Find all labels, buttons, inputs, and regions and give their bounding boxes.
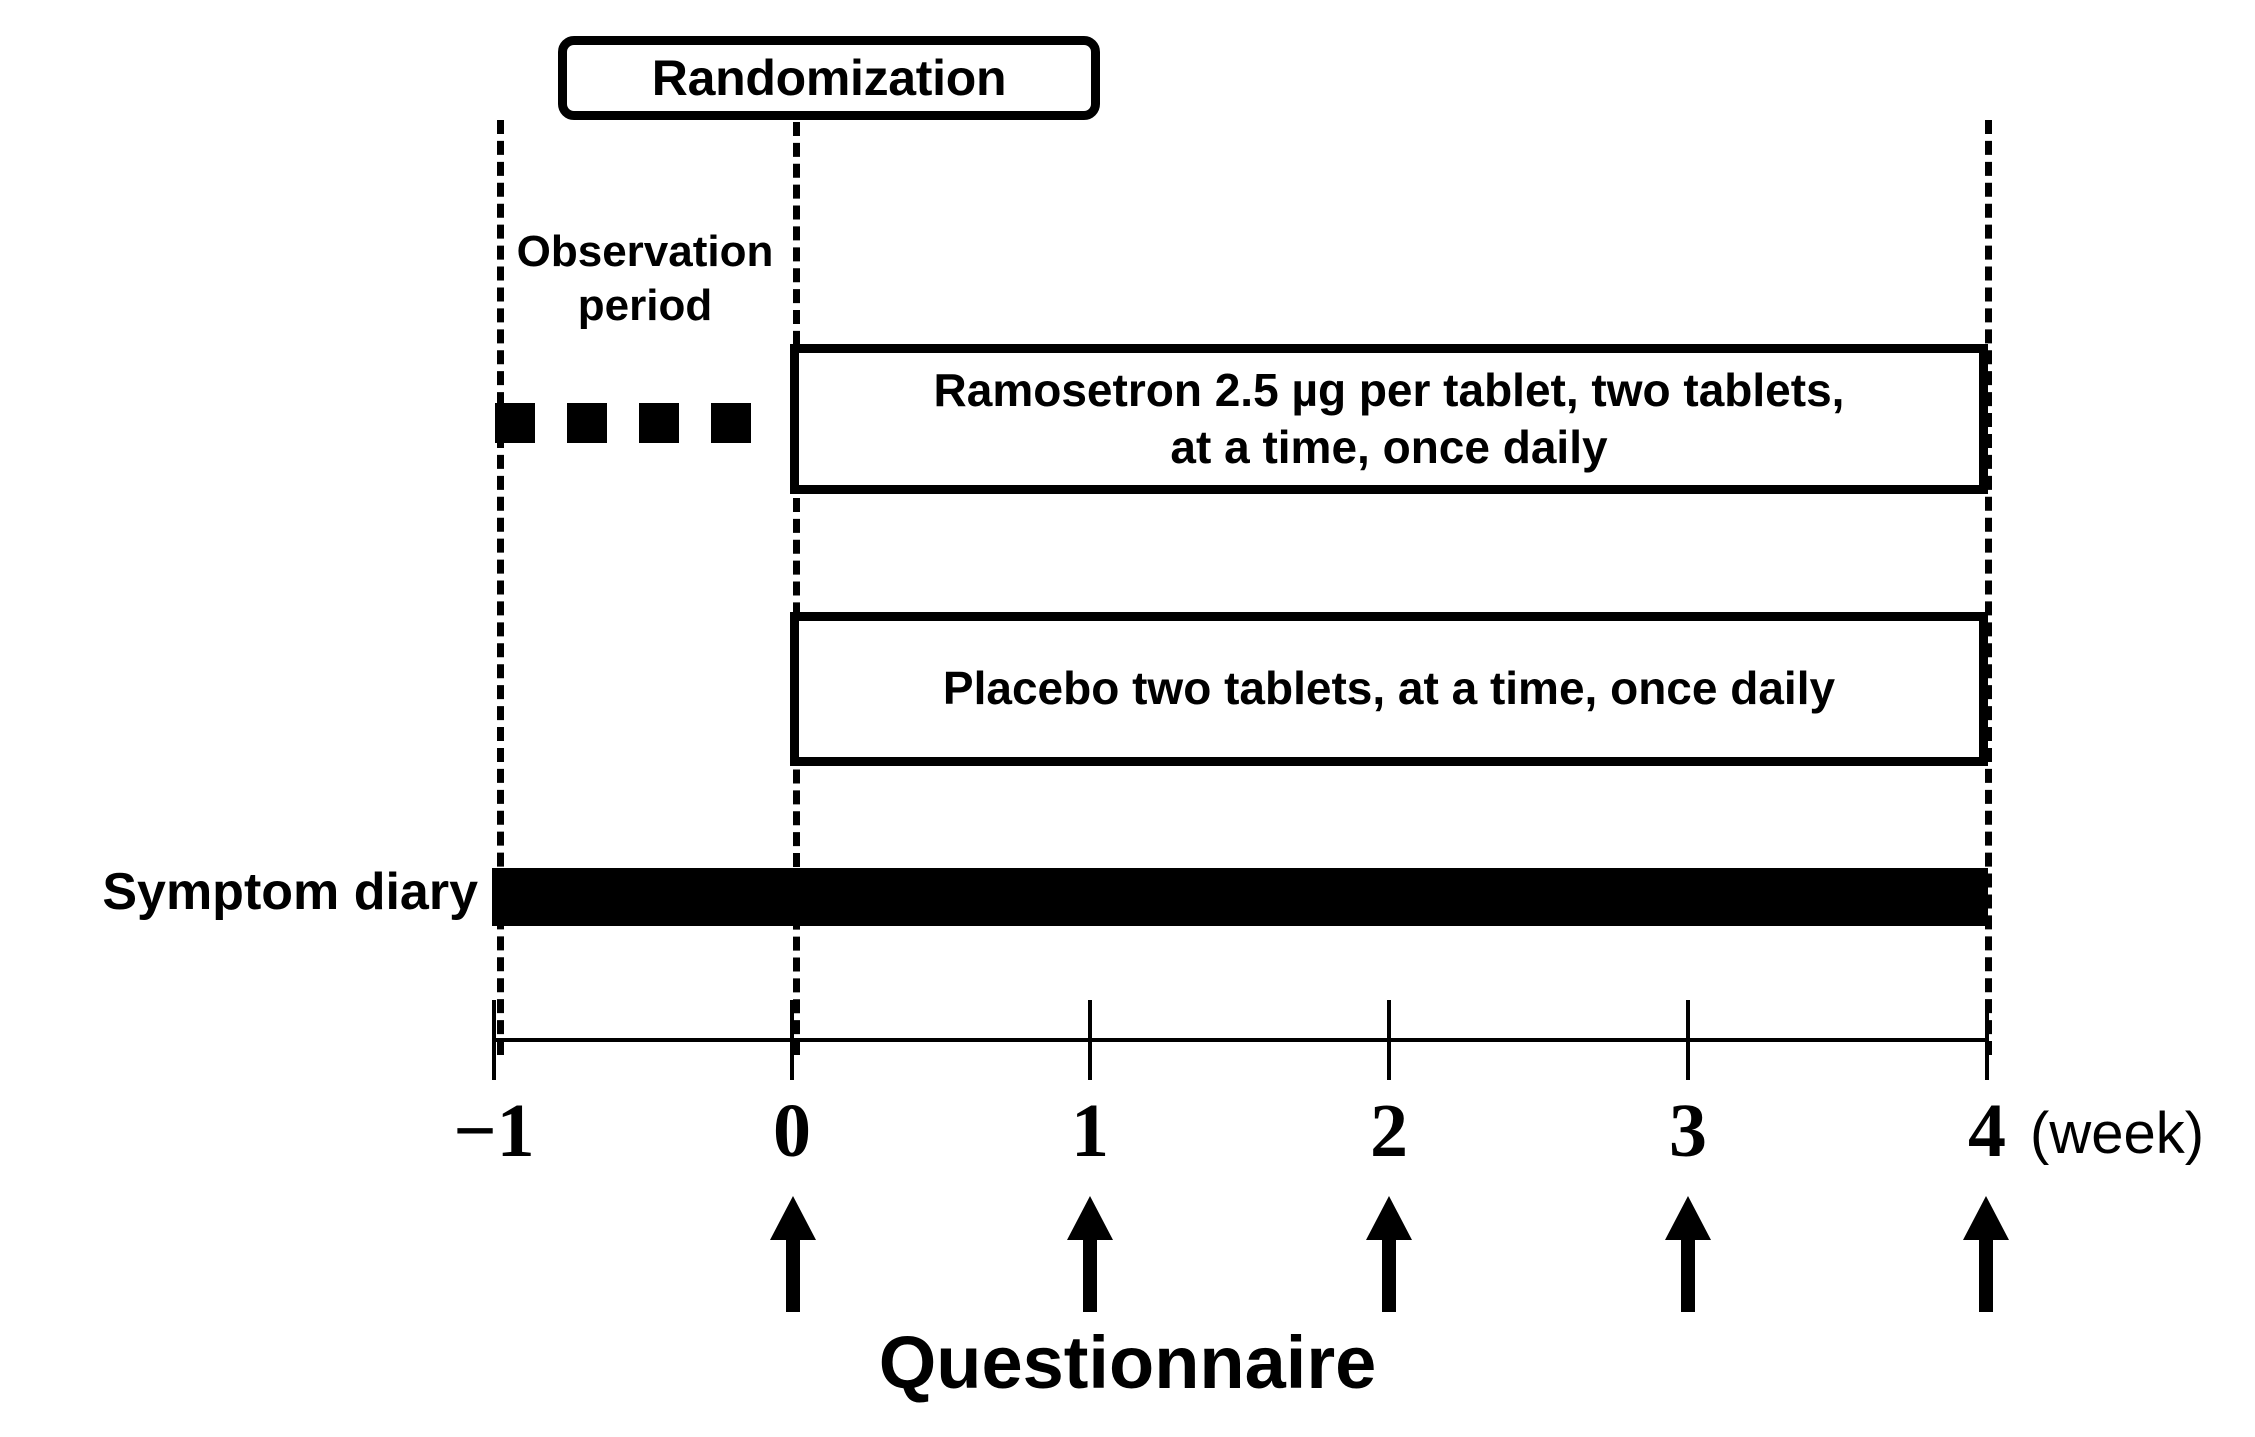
placebo-arm-line1: Placebo two tablets, at a time, once dai… — [942, 662, 1836, 715]
ramosetron-arm-line1: Ramosetron 2.5 µg per tablet, two tablet… — [933, 363, 1845, 416]
placebo-arm-box: Placebo two tablets, at a time, once dai… — [790, 612, 1988, 766]
axis-label-week-4: 4 — [1968, 1089, 2006, 1173]
axis-tick-week-0 — [790, 1000, 794, 1080]
randomization-label: Randomization — [651, 50, 1007, 106]
axis-unit-label: (week) — [2030, 1101, 2205, 1166]
dash-square — [639, 403, 679, 443]
questionnaire-arrow-week-0 — [770, 1196, 816, 1312]
questionnaire-arrow-week-3 — [1665, 1196, 1711, 1312]
axis-label-week-2: 2 — [1370, 1089, 1408, 1173]
axis-label-week-minus1: −1 — [453, 1089, 535, 1173]
questionnaire-arrow-week-2 — [1366, 1196, 1412, 1312]
ramosetron-arm-line2: at a time, once daily — [1170, 421, 1608, 473]
observation-period-line1: Observation — [516, 227, 774, 276]
axis-tick-week-3 — [1686, 1000, 1690, 1080]
ramosetron-arm-text: Ramosetron 2.5 µg per tablet, two tablet… — [924, 362, 1855, 477]
dash-square — [495, 403, 535, 443]
observation-period-line2: period — [577, 280, 713, 330]
symptom-diary-label: Symptom diary — [102, 863, 478, 921]
axis-label-week-1: 1 — [1071, 1089, 1109, 1173]
ramosetron-arm-box: Ramosetron 2.5 µg per tablet, two tablet… — [790, 344, 1988, 494]
timeline-guide-week-4 — [1985, 120, 1992, 1055]
axis-tick-week-2 — [1387, 1000, 1391, 1080]
observation-period-dashed-bar — [495, 403, 795, 443]
axis-label-week-0: 0 — [773, 1089, 811, 1173]
axis-tick-week-4 — [1985, 1000, 1989, 1080]
axis-tick-week-1 — [1088, 1000, 1092, 1080]
dash-square — [711, 403, 751, 443]
timeline-guide-week-0 — [793, 122, 800, 1055]
questionnaire-arrow-week-4 — [1963, 1196, 2009, 1312]
axis-tick-week-minus1 — [492, 1000, 496, 1080]
symptom-diary-bar — [492, 868, 1988, 926]
observation-period-label: Observation period — [500, 225, 790, 332]
questionnaire-label: Questionnaire — [878, 1321, 1377, 1404]
dash-square — [567, 403, 607, 443]
questionnaire-arrow-week-1 — [1067, 1196, 1113, 1312]
timeline-guide-week-minus1 — [497, 120, 504, 1055]
randomization-box: Randomization — [558, 36, 1100, 120]
placebo-arm-text: Placebo two tablets, at a time, once dai… — [933, 660, 1845, 718]
time-axis-line — [492, 1038, 1988, 1042]
axis-label-week-3: 3 — [1669, 1089, 1707, 1173]
